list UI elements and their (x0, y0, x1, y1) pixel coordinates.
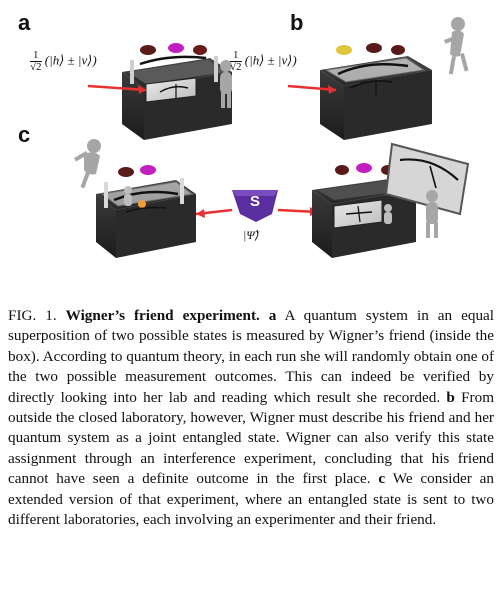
frac-denominator: √2 (30, 61, 42, 73)
caption-fig-label: FIG. 1. (8, 307, 57, 324)
state-expression: (|h⟩ ± |v⟩) (44, 52, 97, 68)
lamp-icon (391, 45, 405, 55)
state-label-a: 1√2 (|h⟩ ± |v⟩) (30, 50, 97, 73)
wigner-figure (74, 139, 101, 189)
caption-c-label: c (378, 470, 386, 488)
state-expression: (|h⟩ ± |v⟩) (244, 52, 297, 68)
panel-label-b: b (290, 10, 304, 35)
lamp-icon (356, 163, 372, 173)
state-label-b: 1√2 (|h⟩ ± |v⟩) (230, 50, 297, 73)
source-label: S (250, 193, 260, 210)
laser-beam (87, 84, 147, 92)
panel-c-right-lab (312, 142, 470, 258)
friend-figure (384, 204, 392, 224)
panel-b-lab (287, 17, 469, 140)
caption-b-text: From outside the closed laboratory, howe… (8, 388, 495, 488)
lamp-icon (335, 165, 349, 175)
frac-numerator: 1 (230, 50, 242, 62)
lamp-icon (118, 167, 134, 177)
figure: S a b c 1√2 (|h⟩ ± |v⟩) 1√2 (|h⟩ ± |v⟩) … (0, 0, 502, 300)
panel-label-a: a (18, 10, 31, 35)
panel-label-c: c (18, 122, 31, 147)
caption-c-text: We consider an extended version of that … (8, 470, 494, 529)
friend-figure (220, 60, 232, 108)
lamp-icon (366, 43, 382, 53)
caption-title: Wigner’s friend experiment. (65, 307, 260, 324)
entangled-state-label: |Ψ̃⟩ (243, 228, 260, 242)
source-s (195, 190, 319, 222)
lamp-icon (193, 45, 207, 55)
figure-caption: FIG. 1. Wigner’s friend experiment. a A … (8, 306, 494, 530)
wigner-figure (444, 17, 469, 75)
caption-a-text: A quantum system in an equal superpositi… (8, 307, 494, 406)
caption-b-label: b (446, 388, 455, 406)
lamp-icon (140, 45, 156, 55)
laser-beam (287, 84, 337, 92)
friend-figure (124, 186, 132, 206)
panel-a-lab (87, 43, 232, 140)
lamp-icon (336, 45, 352, 55)
wigner-figure (426, 190, 438, 238)
lamp-icon (140, 165, 156, 175)
frac-numerator: 1 (30, 50, 42, 62)
figure-illustration: S (74, 17, 470, 258)
lamp-icon (168, 43, 184, 53)
panel-c-left-lab (74, 139, 196, 258)
frac-denominator: √2 (230, 61, 242, 73)
caption-a-label: a (268, 307, 277, 324)
